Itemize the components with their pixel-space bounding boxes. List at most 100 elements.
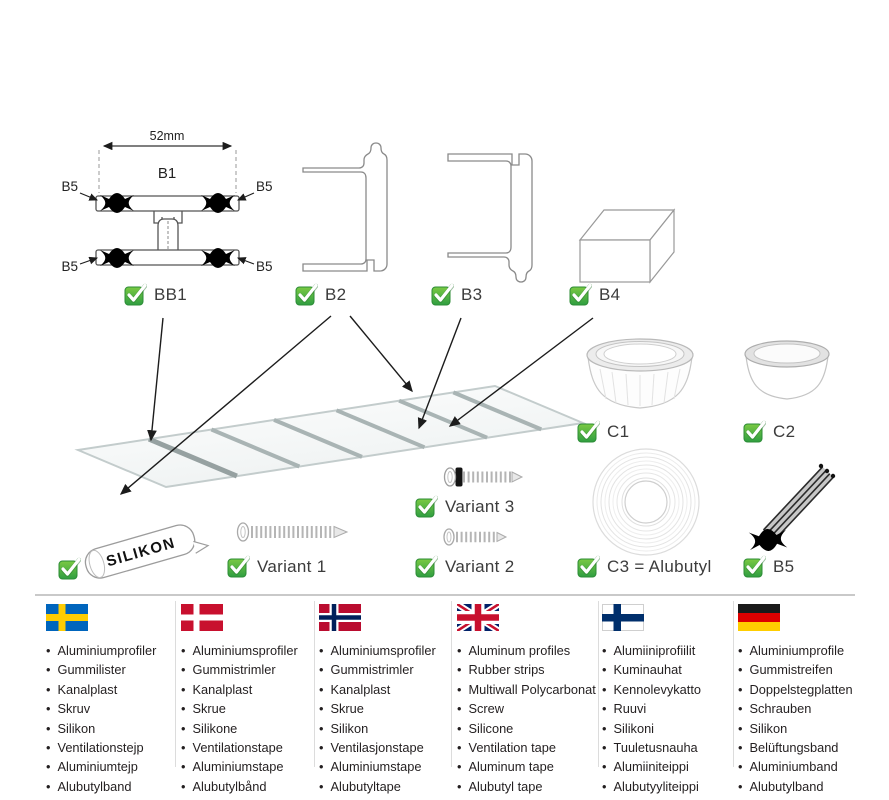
parts-list-item: Aluminum tape bbox=[457, 757, 596, 776]
gasket-b5-label-top-left: B5 bbox=[61, 179, 78, 194]
check-icon bbox=[58, 557, 81, 580]
parts-list-item: Ventilationstape bbox=[181, 738, 298, 757]
column-divider bbox=[733, 601, 734, 767]
parts-list-column-swedish: AluminiumprofilerGummilisterKanalplastSk… bbox=[46, 604, 156, 796]
parts-list-item: Silikon bbox=[319, 719, 436, 738]
silicone-tube-drawing: SILIKON bbox=[84, 524, 210, 579]
parts-list-item: Kanalplast bbox=[181, 680, 298, 699]
parts-list-item: Silicone bbox=[457, 719, 596, 738]
parts-list-english: Aluminum profilesRubber stripsMultiwall … bbox=[457, 641, 596, 796]
badge-label-c3: C3 = Alubutyl bbox=[607, 556, 712, 576]
parts-list-item: Schrauben bbox=[738, 699, 853, 718]
parts-list-item: Aluminiumsprofiler bbox=[319, 641, 435, 660]
check-icon bbox=[295, 283, 318, 306]
parts-list-item: Tuuletusnauha bbox=[602, 738, 701, 757]
parts-list-item: Doppelstegplatten bbox=[738, 680, 852, 699]
gasket-b5-label-bottom-left: B5 bbox=[61, 259, 78, 274]
parts-list-item: Gummistrimler bbox=[319, 660, 436, 679]
parts-list-item: Aluminum profiles bbox=[457, 641, 596, 660]
badge-variant-1: Variant 1 bbox=[227, 555, 326, 578]
badge-label-c2: C2 bbox=[773, 421, 796, 441]
badge-label-b2: B2 bbox=[325, 284, 347, 304]
badge-variant-2: Variant 2 bbox=[415, 555, 514, 578]
badge-variant-3: Variant 3 bbox=[415, 495, 514, 518]
roof-panel-drawing bbox=[74, 384, 587, 489]
parts-list-item: Aluminiumstape bbox=[319, 757, 436, 776]
parts-list-item: Gummilister bbox=[46, 660, 156, 679]
parts-list-item: Alumiiniteippi bbox=[602, 757, 701, 776]
parts-diagram: 52mm B1 B5 B5 B5 B5 bbox=[61, 129, 836, 579]
parts-list-danish: AluminiumsprofilerGummistrimlerKanalplas… bbox=[181, 641, 298, 796]
badge-label-b3: B3 bbox=[461, 284, 483, 304]
parts-list-finnish: AlumiiniprofiilitKuminauhatKennolevykatt… bbox=[602, 641, 701, 796]
parts-list-item: Silikoni bbox=[602, 719, 701, 738]
parts-list-column-danish: AluminiumsprofilerGummistrimlerKanalplas… bbox=[181, 604, 298, 796]
parts-list-item: Alubutyyliteippi bbox=[602, 777, 701, 796]
parts-list-item: Aluminiumprofiler bbox=[46, 641, 156, 660]
check-icon bbox=[124, 283, 147, 306]
parts-list-item: Kuminauhat bbox=[602, 660, 701, 679]
parts-list-item: Alubutylbånd bbox=[181, 777, 298, 796]
parts-list-item: Kanalplast bbox=[319, 680, 436, 699]
parts-list-german: AluminiumprofileGummistreifenDoppelstegp… bbox=[738, 641, 853, 796]
check-icon bbox=[415, 555, 438, 578]
badge-c3: C3 = Alubutyl bbox=[577, 555, 712, 578]
sweden-flag-icon bbox=[46, 604, 88, 631]
badge-silicone bbox=[58, 557, 81, 580]
parts-list-swedish: AluminiumprofilerGummilisterKanalplastSk… bbox=[46, 641, 156, 796]
check-icon bbox=[415, 495, 438, 518]
parts-list-item: Aluminiumband bbox=[738, 757, 853, 776]
parts-list-item: Alubutyltape bbox=[319, 777, 436, 796]
parts-list-item: Gummistrimler bbox=[181, 660, 298, 679]
column-divider bbox=[451, 601, 452, 767]
finland-flag-icon bbox=[602, 604, 644, 631]
profile-b1-label: B1 bbox=[158, 165, 176, 182]
uk-flag-icon bbox=[457, 604, 499, 631]
parts-list-item: Alubutyl tape bbox=[457, 777, 596, 796]
column-divider bbox=[598, 601, 599, 767]
c3-roll-drawing bbox=[592, 448, 700, 556]
badge-label-b4: B4 bbox=[599, 284, 621, 304]
parts-list-item: Belüftungsband bbox=[738, 738, 853, 757]
parts-list-item: Screw bbox=[457, 699, 596, 718]
c1-plug-drawing bbox=[586, 338, 694, 409]
parts-list-item: Multiwall Polycarbonat bbox=[457, 680, 595, 699]
badge-bb1: BB1 bbox=[124, 283, 187, 306]
parts-list-item: Aluminiumprofile bbox=[738, 641, 853, 660]
parts-list-item: Alubutylband bbox=[738, 777, 853, 796]
check-icon bbox=[577, 420, 600, 443]
badge-label-variant-1: Variant 1 bbox=[257, 556, 327, 576]
check-icon bbox=[569, 283, 592, 306]
parts-list-item: Aluminiumsprofiler bbox=[181, 641, 297, 660]
parts-list-item: Skrue bbox=[319, 699, 436, 718]
badge-b2: B2 bbox=[295, 283, 346, 306]
parts-list-item: Gummistreifen bbox=[738, 660, 853, 679]
norway-flag-icon bbox=[319, 604, 361, 631]
parts-list-item: Aluminiumstape bbox=[181, 757, 298, 776]
gasket-b5-label-bottom-right: B5 bbox=[256, 259, 273, 274]
parts-list-norwegian: AluminiumsprofilerGummistrimlerKanalplas… bbox=[319, 641, 436, 796]
section-divider bbox=[35, 594, 855, 596]
parts-list-item: Kennolevykatto bbox=[602, 680, 701, 699]
parts-list-item: Silikon bbox=[738, 719, 853, 738]
parts-list-item: Silikone bbox=[181, 719, 298, 738]
check-icon bbox=[743, 420, 766, 443]
badge-b5: B5 bbox=[743, 555, 794, 578]
c2-cap-drawing bbox=[744, 340, 830, 400]
parts-list-column-finnish: AlumiiniprofiilitKuminauhatKennolevykatt… bbox=[602, 604, 701, 796]
parts-list-item: Rubber strips bbox=[457, 660, 596, 679]
badge-b3: B3 bbox=[431, 283, 482, 306]
check-icon bbox=[577, 555, 600, 578]
parts-list-item: Aluminiumtejp bbox=[46, 757, 156, 776]
b4-end-cap-drawing bbox=[578, 208, 676, 284]
badge-label-variant-2: Variant 2 bbox=[445, 556, 515, 576]
column-divider bbox=[175, 601, 176, 767]
parts-list-item: Silikon bbox=[46, 719, 156, 738]
parts-list-item: Ruuvi bbox=[602, 699, 701, 718]
check-icon bbox=[227, 555, 250, 578]
b3-profile-drawing bbox=[447, 153, 533, 283]
column-divider bbox=[314, 601, 315, 767]
b5-strip-drawing bbox=[748, 463, 836, 553]
badge-label-bb1: BB1 bbox=[154, 284, 188, 304]
